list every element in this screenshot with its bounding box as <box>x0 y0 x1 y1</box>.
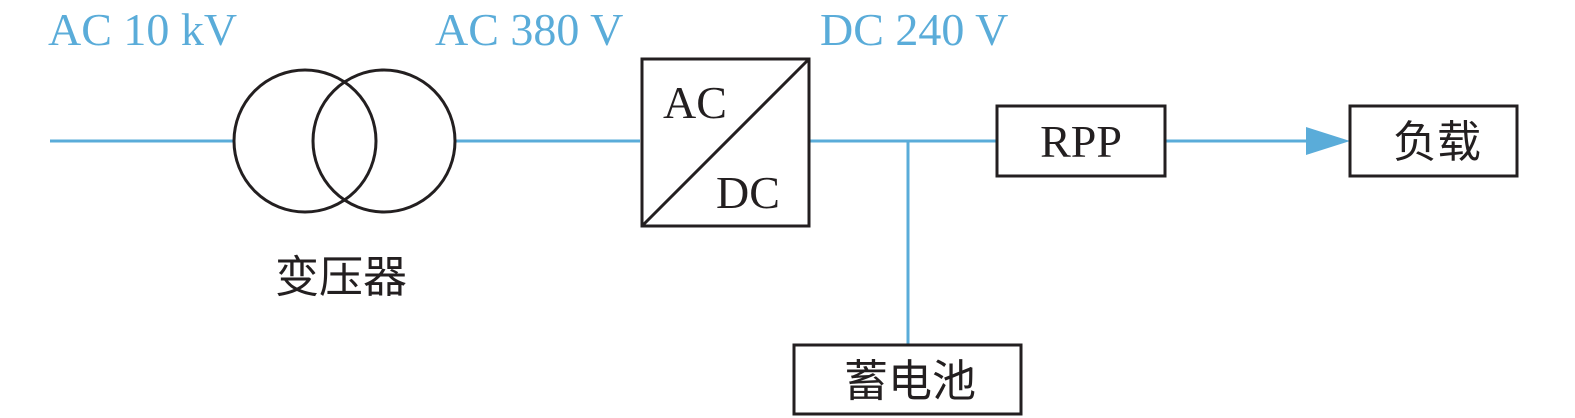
load-box: 负载 <box>1348 104 1519 178</box>
transformer-primary-coil <box>232 68 378 214</box>
voltage-label-rectifier-output: DC 240 V <box>820 4 1008 55</box>
rectifier-dc-label: DC <box>716 167 780 218</box>
rectifier-diagonal <box>640 57 811 228</box>
battery-frame <box>792 343 1023 416</box>
arrow-head-icon <box>1306 127 1350 155</box>
transformer-label: 变压器 <box>275 252 407 303</box>
battery-label: 蓄电池 <box>844 356 976 407</box>
battery-box: 蓄电池 <box>792 343 1023 416</box>
transformer-symbol <box>232 68 457 214</box>
rpp-frame <box>995 104 1167 178</box>
rpp-label: RPP <box>1040 116 1122 167</box>
rectifier-ac-label: AC <box>663 77 727 128</box>
rectifier-box: AC DC <box>640 57 811 228</box>
rectifier-frame <box>640 57 811 228</box>
transformer-secondary-coil <box>311 68 457 214</box>
rpp-box: RPP <box>995 104 1167 178</box>
load-frame <box>1348 104 1519 178</box>
load-label: 负载 <box>1393 117 1481 168</box>
voltage-label-input: AC 10 kV <box>48 4 237 55</box>
voltage-label-transformer-output: AC 380 V <box>435 4 623 55</box>
